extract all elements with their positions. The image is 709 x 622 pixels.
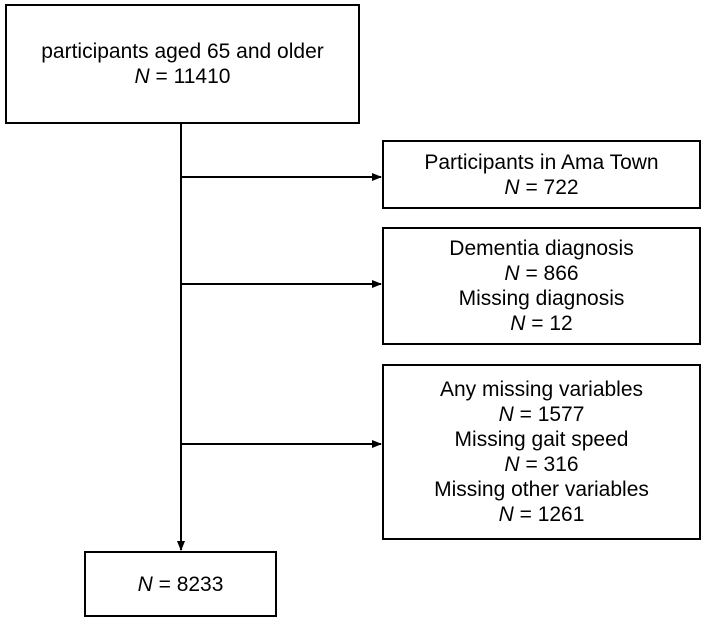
n-symbol: N — [498, 503, 514, 526]
final-participants-box: N = 8233 — [84, 551, 277, 617]
exclusion-count: N = 1577 — [499, 402, 585, 427]
exclusion-label: Any missing variables — [439, 378, 644, 401]
final-participants-count: N = 8233 — [138, 572, 224, 597]
n-symbol: N — [504, 262, 520, 285]
n-symbol: N — [504, 453, 520, 476]
count-value: = 8233 — [158, 572, 224, 596]
exclusion-label: Missing gait speed — [454, 428, 629, 451]
exclusion-box-ama-town: Participants in Ama Town N = 722 — [382, 140, 701, 209]
exclusion-count: N = 12 — [510, 311, 572, 336]
count-value: = 316 — [525, 453, 579, 476]
n-symbol: N — [498, 403, 514, 426]
n-symbol: N — [134, 65, 150, 88]
initial-participants-box: participants aged 65 and older N = 11410 — [5, 4, 360, 124]
exclusion-label: Participants in Ama Town — [424, 150, 659, 174]
initial-participants-count: N = 11410 — [135, 64, 231, 89]
exclusion-label: Missing other variables — [434, 478, 649, 501]
exclusion-count: N = 722 — [504, 175, 578, 200]
count-value: = 12 — [531, 312, 573, 335]
count-value: = 11410 — [155, 65, 231, 88]
count-value: = 1577 — [519, 403, 585, 426]
count-value: = 722 — [525, 175, 579, 199]
exclusion-count: N = 316 — [504, 452, 578, 477]
n-symbol: N — [137, 572, 153, 596]
exclusion-label: Dementia diagnosis — [449, 237, 634, 260]
count-value: = 1261 — [519, 503, 585, 526]
exclusion-count: N = 1261 — [499, 502, 585, 527]
exclusion-label: Missing diagnosis — [458, 287, 625, 310]
exclusion-box-missing-variables: Any missing variables N = 1577 Missing g… — [382, 364, 701, 540]
n-symbol: N — [504, 175, 520, 199]
exclusion-box-dementia: Dementia diagnosis N = 866 Missing diagn… — [382, 227, 701, 345]
initial-participants-label: participants aged 65 and older — [41, 40, 324, 63]
count-value: = 866 — [525, 262, 579, 285]
exclusion-count: N = 866 — [504, 261, 578, 286]
n-symbol: N — [510, 312, 526, 335]
